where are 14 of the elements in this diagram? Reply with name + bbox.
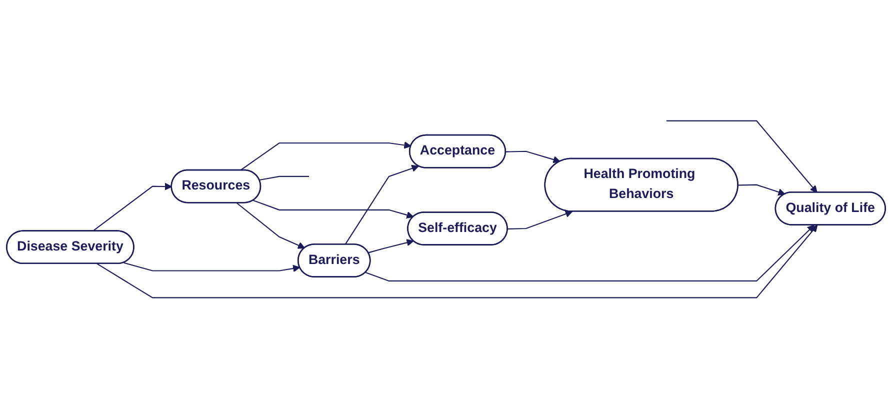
arrow [253, 200, 414, 219]
arrow [236, 202, 306, 249]
arrow [92, 182, 172, 232]
arrow [344, 164, 419, 245]
connector [259, 176, 310, 181]
arrow [368, 239, 414, 254]
arrow [666, 120, 818, 193]
arrow [124, 262, 300, 272]
arrow [96, 224, 818, 298]
arrow [365, 224, 815, 282]
arrow [506, 150, 560, 164]
arrow [240, 142, 412, 171]
arrow [508, 210, 573, 230]
arrow [738, 184, 786, 196]
